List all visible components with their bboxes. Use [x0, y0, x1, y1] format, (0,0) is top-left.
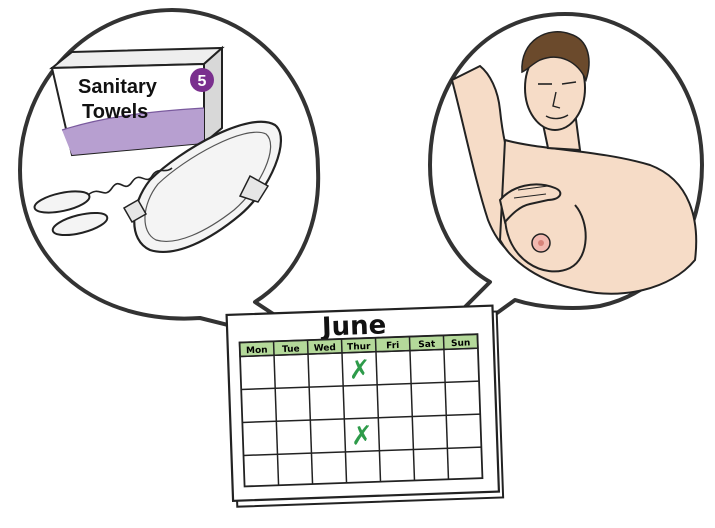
- calendar-mark-week3: ✗: [350, 421, 373, 452]
- day-header-tue: Tue: [282, 344, 300, 355]
- box-title-line1: Sanitary: [78, 76, 158, 98]
- day-header-sat: Sat: [418, 340, 436, 351]
- calendar: June Mon Tue Wed Thur Fri Sat Sun ✗: [227, 306, 504, 507]
- calendar-mark-week1: ✗: [348, 355, 371, 386]
- day-header-fri: Fri: [386, 341, 399, 351]
- sanitary-towels-box: Sanitary Towels 5: [52, 48, 222, 155]
- quantity-badge-text: 5: [198, 73, 207, 90]
- box-title-line2: Towels: [82, 101, 148, 123]
- day-header-sun: Sun: [451, 338, 471, 349]
- day-header-wed: Wed: [314, 343, 336, 354]
- day-header-mon: Mon: [246, 346, 268, 357]
- day-header-thur: Thur: [347, 342, 371, 353]
